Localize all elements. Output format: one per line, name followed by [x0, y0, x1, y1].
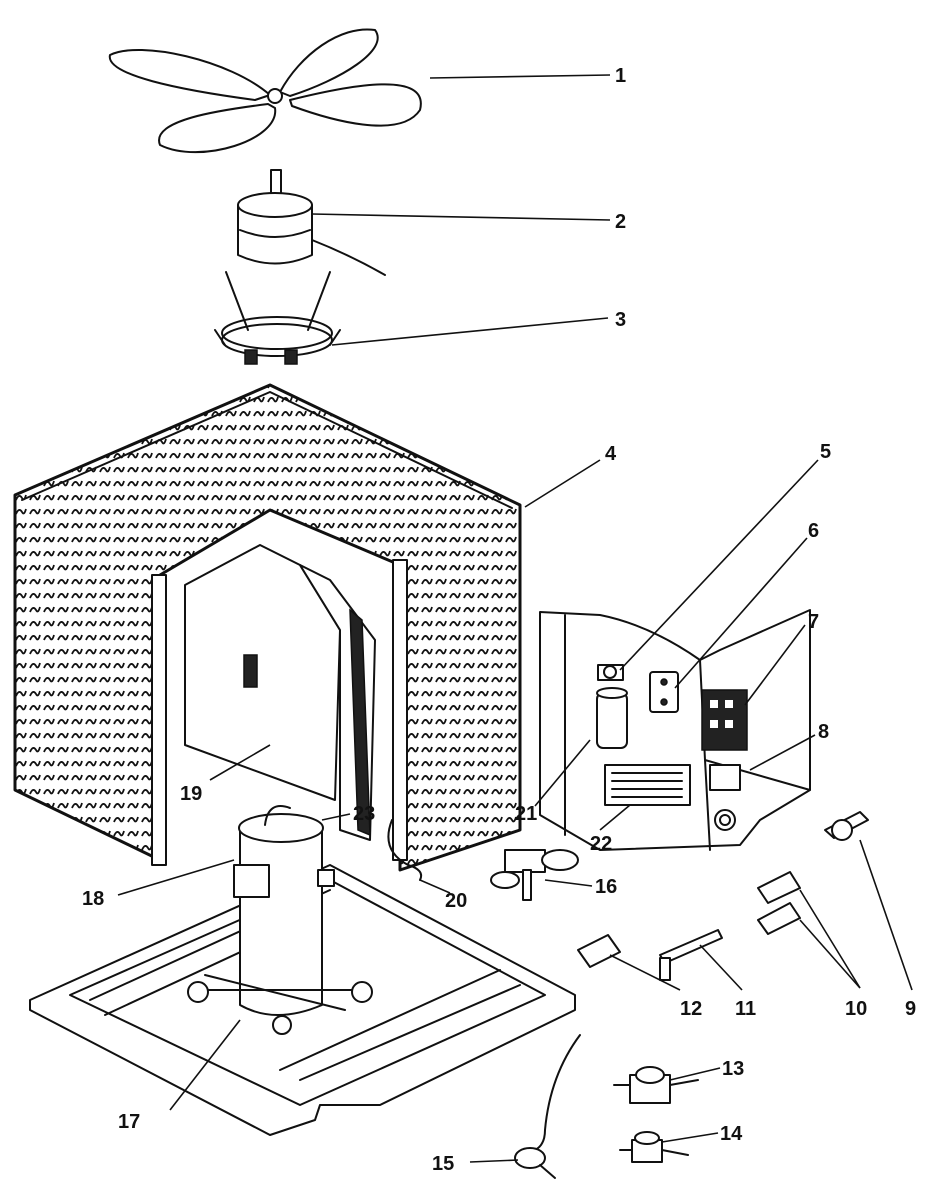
fan-blade — [108, 28, 422, 154]
access-fitting — [659, 929, 723, 981]
callout-8: 8 — [818, 721, 829, 743]
lower-terminal — [709, 764, 741, 791]
callout-9: 9 — [905, 998, 916, 1020]
valve-body — [824, 811, 869, 841]
callout-11: 11 — [735, 998, 756, 1020]
callout-1: 1 — [615, 65, 626, 87]
callout-18: 18 — [82, 888, 104, 910]
control-board — [604, 764, 691, 806]
callout-21: 21 — [515, 803, 537, 825]
fan-motor — [237, 169, 386, 276]
compressor — [187, 805, 373, 1035]
callout-23: 23 — [353, 803, 375, 825]
callout-16: 16 — [595, 876, 617, 898]
callout-labels: 1 2 3 4 5 6 7 8 9 10 11 12 13 14 15 16 1… — [82, 65, 916, 1175]
leader-lines — [117, 74, 913, 1163]
capacitor — [596, 687, 628, 749]
callout-6: 6 — [808, 520, 819, 542]
callout-10: 10 — [845, 998, 867, 1020]
relay — [597, 664, 624, 681]
callout-13: 13 — [722, 1058, 744, 1080]
callout-14: 14 — [720, 1123, 743, 1145]
coil-harness — [387, 819, 423, 881]
callout-15: 15 — [432, 1153, 454, 1175]
callout-20: 20 — [445, 890, 467, 912]
callout-17: 17 — [118, 1111, 140, 1133]
baffle-panel — [184, 544, 376, 841]
callout-7: 7 — [808, 611, 819, 633]
filter-drier — [577, 934, 621, 968]
motor-bracket — [214, 271, 341, 365]
contactor — [649, 671, 679, 713]
callout-12: 12 — [680, 998, 702, 1020]
callout-5: 5 — [820, 441, 831, 463]
callout-19: 19 — [180, 783, 202, 805]
callout-2: 2 — [615, 211, 626, 233]
terminal-block — [701, 689, 748, 751]
callout-3: 3 — [615, 309, 626, 331]
check-valve — [619, 1131, 689, 1163]
sensor-wire — [514, 1034, 581, 1179]
condenser-coil — [13, 383, 522, 872]
callout-4: 4 — [605, 443, 617, 465]
callout-22: 22 — [590, 833, 612, 855]
fitting-pair — [757, 871, 801, 935]
service-valve — [490, 849, 579, 901]
reversing-valve — [613, 1066, 699, 1104]
control-box — [539, 609, 811, 851]
